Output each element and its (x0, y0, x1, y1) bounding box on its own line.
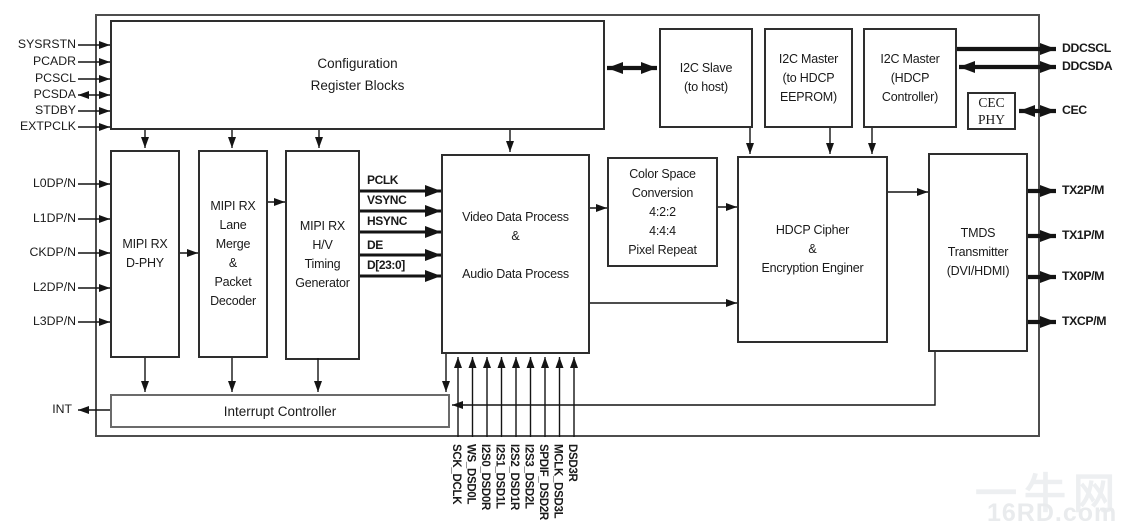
pin-tx1pm: TX1P/M (1062, 228, 1105, 242)
pin-tx2pm: TX2P/M (1062, 183, 1105, 197)
block-label: Interrupt Controller (223, 403, 337, 419)
pin-tx0pm: TX0P/M (1062, 269, 1105, 283)
block-mipi-rx-dphy: MIPI RX D-PHY (110, 150, 180, 358)
block-interrupt-controller: Interrupt Controller (110, 394, 450, 428)
block-hdcp-cipher: HDCP Cipher & Encryption Enginer (737, 156, 888, 343)
pin-spdif-dsd2r: SPDIF_DSD2R (537, 444, 549, 520)
signal-pclk: PCLK (367, 173, 399, 187)
pin-pcadr: PCADR (32, 54, 76, 68)
block-label: Video Data Process & Audio Data Process (462, 210, 569, 281)
pin-ddcsda: DDCSDA (1062, 59, 1113, 73)
pin-mclk-dsd3l: MCLK_DSD3L (551, 444, 564, 519)
block-label: I2C Master (HDCP Controller) (880, 51, 940, 104)
block-mipi-hv-timing: MIPI RX H/V Timing Generator (285, 150, 360, 360)
block-mipi-lane-merge: MIPI RX Lane Merge & Packet Decoder (198, 150, 268, 358)
pin-i2s2-dsd1r: I2S2_DSD1R (508, 444, 520, 511)
signal-vsync: VSYNC (367, 193, 407, 207)
pin-i2s3-dsd2l: I2S3_DSD2L (522, 444, 535, 509)
pin-ws-dsd0l: WS_DSD0L (464, 444, 477, 505)
block-label: I2C Slave (to host) (679, 61, 733, 94)
pin-ckdpn: CKDP/N (29, 245, 76, 259)
pin-stdby: STDBY (35, 103, 76, 117)
signal-de: DE (367, 238, 383, 252)
block-label: CEC PHY (977, 95, 1005, 127)
pin-ddcscl: DDCSCL (1062, 41, 1111, 55)
block-i2c-master-hdcp: I2C Master (HDCP Controller) (863, 28, 957, 128)
pin-pcsda: PCSDA (33, 87, 76, 101)
block-label: MIPI RX D-PHY (122, 237, 168, 270)
pin-sysrstn: SYSRSTN (17, 37, 76, 51)
block-label: MIPI RX Lane Merge & Packet Decoder (210, 199, 256, 308)
pin-extpclk: EXTPCLK (19, 119, 76, 133)
block-label: HDCP Cipher & Encryption Enginer (761, 223, 864, 275)
signal-hsync: HSYNC (367, 214, 408, 228)
chip-boundary (95, 14, 1040, 437)
block-label: TMDS Transmitter (DVI/HDMI) (946, 226, 1010, 278)
block-color-space-conversion: Color Space Conversion 4:2:2 4:4:4 Pixel… (607, 157, 718, 267)
pin-i2s1-dsd1l: I2S1_DSD1L (493, 444, 506, 509)
block-label: MIPI RX H/V Timing Generator (295, 219, 350, 290)
block-video-audio-process: Video Data Process & Audio Data Process (441, 154, 590, 354)
pin-l0dpn: L0DP/N (32, 176, 76, 190)
pin-cec: CEC (1062, 103, 1087, 117)
pin-l3dpn: L3DP/N (32, 314, 76, 328)
signal-d23-0: D[23:0] (367, 258, 405, 272)
watermark-site: 16RD.com (987, 499, 1118, 527)
watermark-brand: 一牛网 (975, 470, 1123, 517)
pin-l1dpn: L1DP/N (32, 211, 76, 225)
block-i2c-slave: I2C Slave (to host) (659, 28, 753, 128)
block-label: I2C Master (to HDCP EEPROM) (778, 51, 839, 104)
pin-sck-dclk: SCK_DCLK (450, 444, 462, 505)
block-tmds-transmitter: TMDS Transmitter (DVI/HDMI) (928, 153, 1028, 352)
pin-i2s0-dsd0r: I2S0_DSD0R (479, 444, 491, 511)
block-cec-phy: CEC PHY (967, 92, 1016, 130)
pin-l2dpn: L2DP/N (32, 280, 76, 294)
block-configuration-registers: Configuration Register Blocks (110, 20, 605, 130)
pin-int: INT (52, 402, 72, 416)
block-label: Configuration Register Blocks (310, 56, 405, 93)
block-label: Color Space Conversion 4:2:2 4:4:4 Pixel… (628, 166, 697, 257)
block-i2c-master-eeprom: I2C Master (to HDCP EEPROM) (764, 28, 853, 128)
pin-txcpm: TXCP/M (1062, 314, 1107, 328)
pin-pcscl: PCSCL (34, 71, 76, 85)
pin-dsd3r: DSD3R (566, 444, 578, 482)
